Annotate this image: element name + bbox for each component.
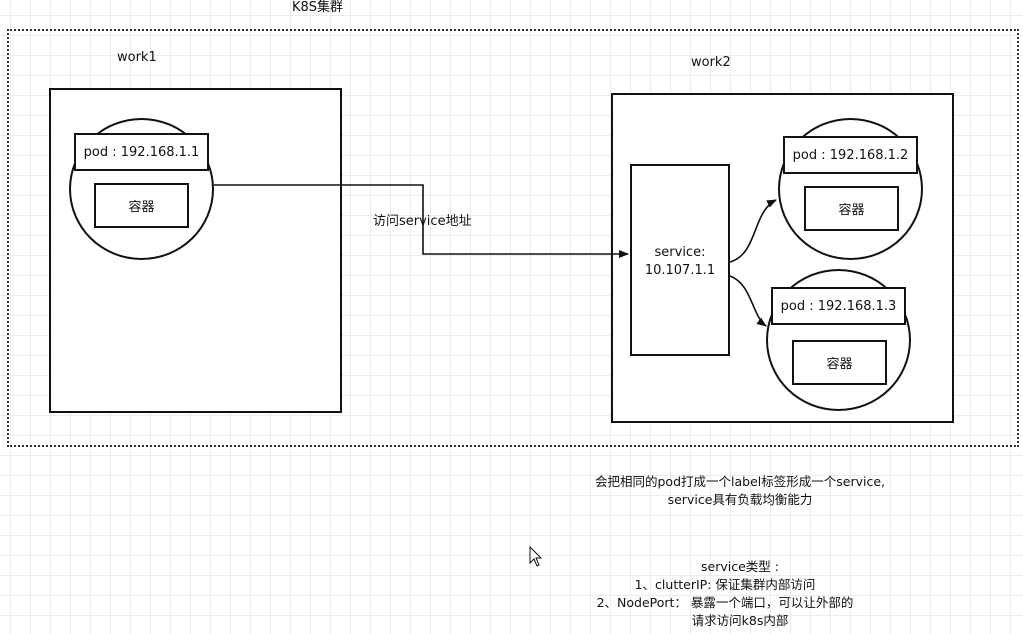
- service-box: [630, 164, 730, 356]
- service-line1: service:: [654, 245, 706, 260]
- types-line2: 2、NodePort： 暴露一个端口，可以让外部的: [596, 595, 854, 610]
- work1-label: work1: [117, 50, 157, 65]
- pod2-label: pod : 192.168.1.2: [783, 136, 918, 174]
- types-line3: 请求访问k8s内部: [691, 613, 789, 628]
- mouse-cursor-icon: [529, 545, 543, 567]
- pod2-container: 容器: [804, 186, 899, 231]
- cluster-boundary: [7, 29, 1019, 447]
- cluster-title: K8S集群: [292, 0, 344, 15]
- types-title: service类型 :: [701, 559, 779, 574]
- label-note-line2: service具有负载均衡能力: [667, 492, 813, 507]
- label-note-line1: 会把相同的pod打成一个label标签形成一个service,: [595, 474, 885, 489]
- service-to-pod3-arrow: [729, 275, 767, 327]
- access-service-arrow: [214, 184, 629, 258]
- work2-label: work2: [691, 55, 731, 70]
- service-to-pod2-arrow: [729, 199, 777, 263]
- pod1-label: pod : 192.168.1.1: [74, 133, 209, 171]
- pod3-label: pod : 192.168.1.3: [771, 287, 906, 325]
- service-line2: 10.107.1.1: [644, 263, 716, 278]
- pod3-container: 容器: [792, 340, 887, 385]
- pod1-container: 容器: [94, 183, 189, 228]
- types-line1: 1、clutterIP: 保证集群内部访问: [634, 577, 816, 592]
